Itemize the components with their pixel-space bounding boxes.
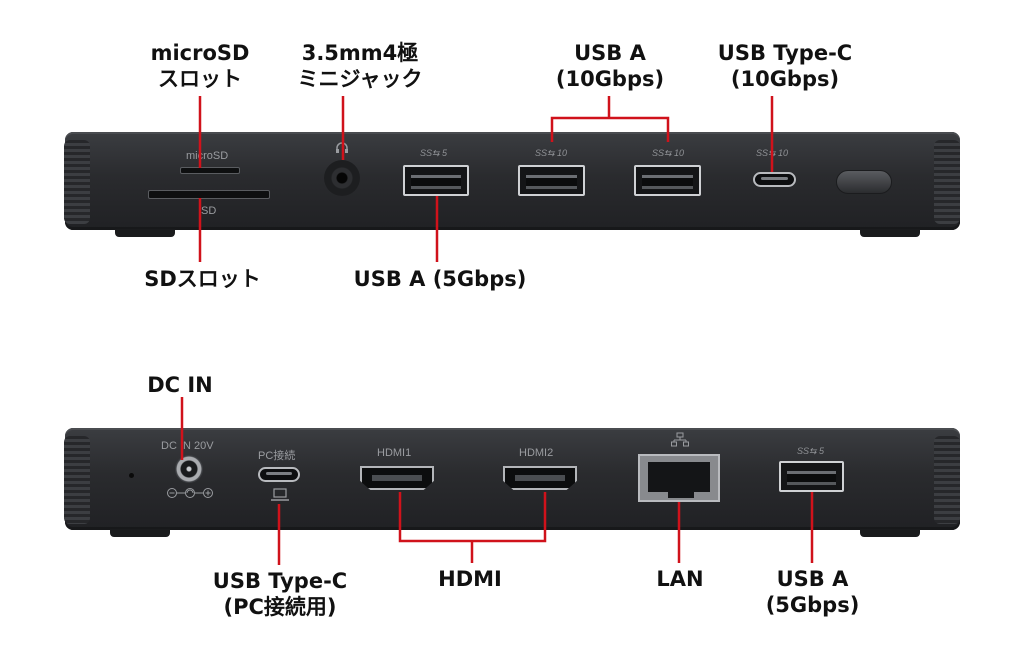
- microsd-panel-label: microSD: [186, 150, 229, 162]
- laptop-icon: [271, 488, 289, 501]
- back-left-grip: [64, 436, 90, 524]
- usba-10gbps-port-1[interactable]: [518, 165, 585, 196]
- front-foot-right: [860, 229, 920, 237]
- callout-microsd-line1: microSD: [150, 41, 250, 65]
- reset-hole-icon[interactable]: [129, 473, 134, 478]
- sd-slot[interactable]: [148, 190, 270, 199]
- callout-usba-5gbps-front: USB A (5Gbps): [353, 267, 527, 291]
- callout-usba5-back-line2: (5Gbps): [765, 593, 860, 617]
- callout-microsd-slot: microSD スロット: [130, 40, 270, 92]
- callout-microsd-line2: スロット: [158, 67, 242, 91]
- callout-dc-in: DC IN: [147, 373, 213, 397]
- dc-in-jack[interactable]: [175, 455, 203, 483]
- front-left-grip: [64, 140, 90, 224]
- callout-usbc-pc-line2: (PC接続用): [223, 595, 337, 619]
- hdmi1-port[interactable]: [360, 466, 434, 490]
- usba-5gbps-front-port[interactable]: [403, 165, 469, 196]
- usbc-pc-port[interactable]: [258, 467, 300, 482]
- callout-audio-jack: 3.5mm4極 ミニジャック: [280, 40, 440, 92]
- power-button-icon[interactable]: [836, 170, 892, 194]
- polarity-symbol-icon: [167, 488, 213, 498]
- usba-5gbps-front-speed-mark: SS⇆ 5: [420, 148, 448, 158]
- usba-10gbps-2-speed-mark: SS⇆ 10: [652, 148, 685, 158]
- sd-panel-label: SD: [201, 205, 217, 217]
- network-icon: [671, 432, 689, 447]
- callout-hdmi: HDMI: [438, 567, 502, 591]
- callout-usbc-10gbps: USB Type-C (10Gbps): [695, 40, 875, 92]
- hdmi1-panel-label: HDMI1: [377, 447, 412, 459]
- front-right-grip: [934, 140, 960, 224]
- callout-lan: LAN: [656, 567, 704, 591]
- callout-usba-5gbps-back: USB A (5Gbps): [745, 566, 880, 618]
- front-panel: [65, 132, 960, 230]
- callout-audio-line2: ミニジャック: [297, 67, 423, 91]
- lan-port[interactable]: [638, 454, 720, 502]
- front-foot-left: [115, 229, 175, 237]
- callout-usbc10-line2: (10Gbps): [730, 67, 840, 91]
- microsd-slot[interactable]: [180, 167, 240, 174]
- callout-usba-10gbps: USB A (10Gbps): [530, 40, 690, 92]
- back-foot-right: [860, 529, 920, 537]
- hdmi2-port[interactable]: [503, 466, 577, 490]
- callout-audio-line1: 3.5mm4極: [301, 41, 419, 65]
- pc-panel-label: PC接続: [258, 450, 296, 462]
- audio-jack[interactable]: [324, 160, 360, 196]
- callout-usbc10-line1: USB Type-C: [717, 41, 853, 65]
- usbc-10gbps-port[interactable]: [753, 172, 796, 187]
- callout-usba5-back-line1: USB A: [776, 567, 849, 591]
- back-right-grip: [934, 436, 960, 524]
- callout-usbc-pc: USB Type-C (PC接続用): [185, 568, 375, 620]
- callout-usbc-pc-line1: USB Type-C: [212, 569, 348, 593]
- back-foot-left: [110, 529, 170, 537]
- usba-10gbps-port-2[interactable]: [634, 165, 701, 196]
- callout-sd-slot: SDスロット: [144, 267, 261, 291]
- usba-5gbps-back-speed-mark: SS⇆ 5: [797, 446, 825, 456]
- hdmi2-panel-label: HDMI2: [519, 447, 554, 459]
- callout-usba10-line2: (10Gbps): [555, 67, 665, 91]
- callout-usba10-line1: USB A: [574, 41, 646, 65]
- dcin-panel-label: DC IN 20V: [161, 440, 214, 452]
- usba-10gbps-1-speed-mark: SS⇆ 10: [535, 148, 568, 158]
- usba-5gbps-back-port[interactable]: [779, 461, 844, 492]
